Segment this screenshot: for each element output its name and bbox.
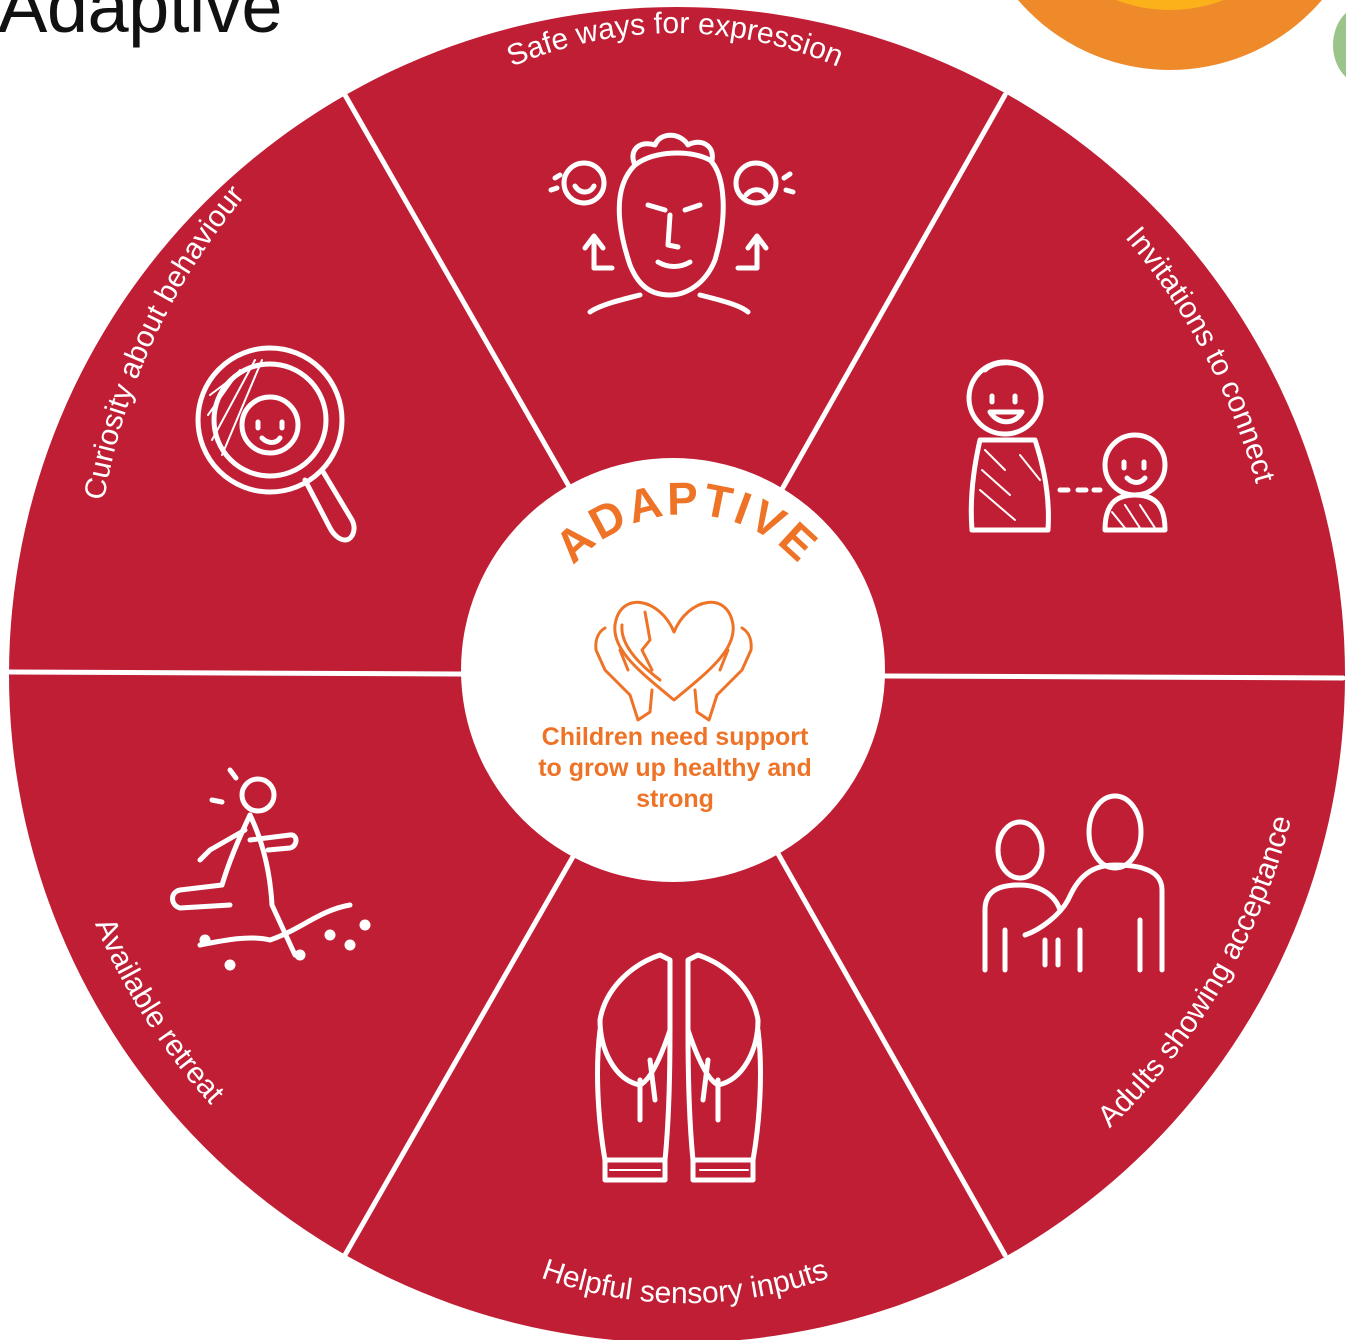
center-hub <box>461 458 885 882</box>
hub-caption: Children need support to grow up healthy… <box>538 723 812 813</box>
sun-inner-circle <box>1116 0 1224 10</box>
two-people-embrace-icon <box>982 793 1165 973</box>
magnifier-child-icon <box>195 345 357 543</box>
adult-child-connect-icon <box>966 359 1168 533</box>
leaf-shape <box>1333 12 1346 78</box>
person-walking-icon <box>170 767 371 971</box>
touching-hands-icon <box>595 952 763 1183</box>
sun-outer-circle <box>1018 0 1322 70</box>
face-emotions-icon <box>548 132 796 315</box>
corner-decoration <box>1018 0 1346 78</box>
page-title: Adaptive <box>0 0 282 48</box>
heart-in-hands-icon <box>594 600 753 722</box>
